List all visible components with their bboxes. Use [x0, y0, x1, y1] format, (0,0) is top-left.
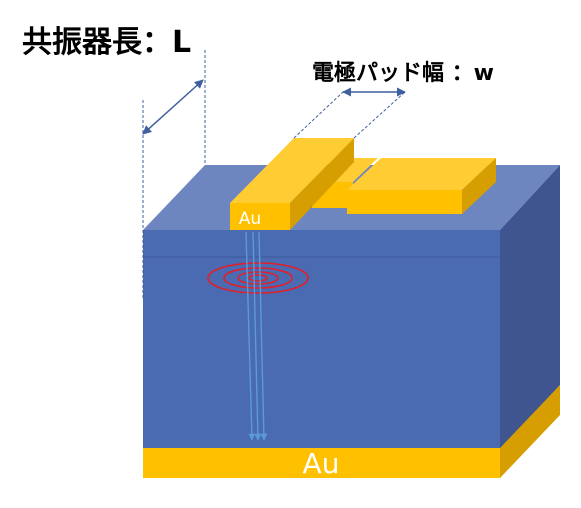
- bottom-contact-label: Au: [303, 447, 340, 480]
- emission-ring-middle: [223, 267, 293, 289]
- pad-top-face: [347, 158, 496, 190]
- emission-ring-core: [248, 274, 268, 282]
- resonator-length-label: 共振器長：L: [22, 25, 191, 60]
- bottom-gold-side: [500, 385, 560, 478]
- ridge-electrode: Au: [230, 138, 354, 230]
- beam-line: [252, 231, 262, 441]
- pad-front-face: [347, 190, 462, 214]
- pad-side-face: [462, 158, 496, 214]
- width-dimension: [293, 87, 406, 139]
- bottom-gold-layer: Au: [143, 385, 560, 480]
- beam-line: [245, 231, 256, 441]
- bottom-gold-front: [143, 448, 500, 478]
- emission-rings: [207, 262, 309, 294]
- beam-line: [258, 231, 268, 441]
- substrate-front-face: [143, 230, 500, 450]
- electrode-pad: [312, 158, 496, 214]
- emission-ring-inner: [237, 271, 279, 285]
- light-beams: [245, 231, 268, 441]
- ridge-top-face: [230, 138, 354, 203]
- substrate-side-face: [500, 165, 560, 450]
- pad-width-label: 電極パッド幅 ：w: [312, 60, 494, 86]
- extension-line: [353, 91, 406, 139]
- ridge-front-face: [230, 203, 290, 230]
- ridge-side-face: [290, 138, 354, 230]
- length-arrow: [142, 79, 204, 135]
- extension-line: [293, 91, 344, 139]
- top-contact-label: Au: [239, 209, 261, 229]
- length-dimension: [142, 50, 206, 298]
- emission-ring-outer: [207, 262, 309, 294]
